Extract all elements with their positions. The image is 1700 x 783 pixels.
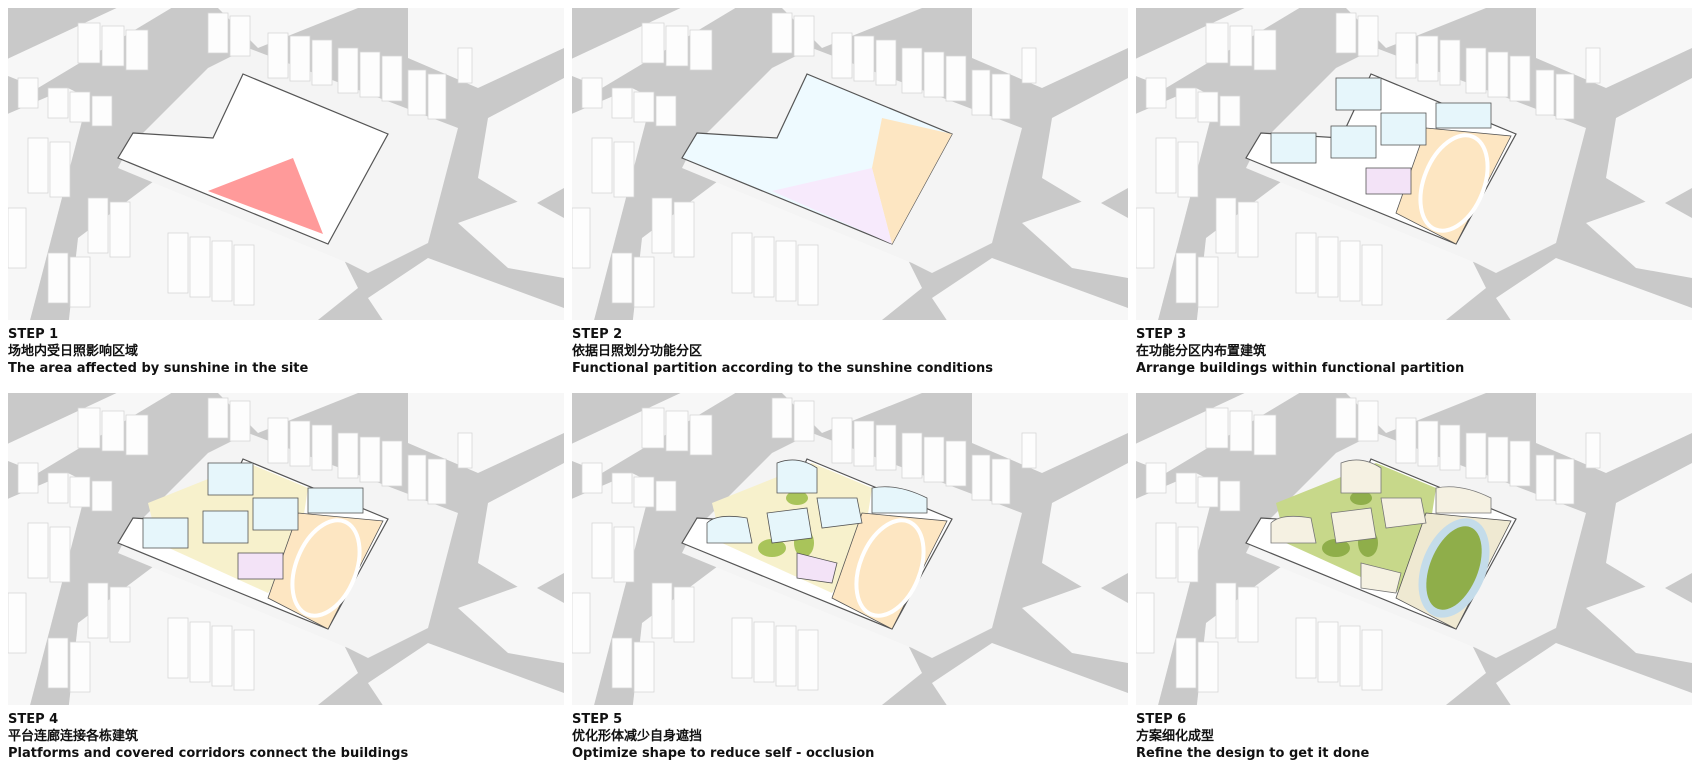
building bbox=[1270, 515, 1317, 544]
building bbox=[1335, 77, 1382, 111]
step-label: STEP 2 bbox=[572, 327, 623, 342]
step-title-zh: 场地内受日照影响区域 bbox=[8, 344, 139, 359]
building bbox=[1380, 112, 1427, 146]
step-1-panel: STEP 1 场地内受日照影响区域 The area affected by s… bbox=[8, 8, 564, 377]
building bbox=[307, 487, 364, 514]
building bbox=[816, 497, 863, 529]
building bbox=[202, 510, 249, 544]
running-track bbox=[1418, 133, 1490, 233]
building bbox=[1435, 486, 1492, 514]
building bbox=[142, 517, 189, 549]
step-title-zh: 方案细化成型 bbox=[1136, 729, 1215, 744]
step-label: STEP 3 bbox=[1136, 327, 1187, 342]
building bbox=[1380, 497, 1427, 529]
step-2-panel: STEP 2 依据日照划分功能分区 Functional partition a… bbox=[572, 8, 1128, 377]
step-3-panel: STEP 3 在功能分区内布置建筑 Arrange buildings with… bbox=[1136, 8, 1692, 377]
building bbox=[1330, 125, 1377, 159]
step-1-caption: STEP 1 场地内受日照影响区域 The area affected by s… bbox=[8, 320, 564, 377]
step-label: STEP 6 bbox=[1136, 712, 1187, 727]
step-4-site-diagram bbox=[8, 393, 564, 705]
step-6-site-diagram bbox=[1136, 393, 1692, 705]
step-3-site-diagram bbox=[1136, 8, 1692, 320]
building bbox=[207, 462, 254, 496]
sun-affected-area bbox=[208, 158, 323, 234]
step-5-site-diagram bbox=[572, 393, 1128, 705]
step-5-caption: STEP 5 优化形体减少自身遮挡 Optimize shape to redu… bbox=[572, 705, 1128, 762]
step-title-en: Arrange buildings within functional part… bbox=[1136, 361, 1465, 376]
football-field bbox=[1426, 526, 1482, 610]
step-title-en: Platforms and covered corridors connect … bbox=[8, 746, 409, 761]
step-6-panel: STEP 6 方案细化成型 Refine the design to get i… bbox=[1136, 393, 1692, 762]
step-title-zh: 优化形体减少自身遮挡 bbox=[572, 729, 703, 744]
running-track bbox=[854, 518, 926, 618]
step-title-zh: 在功能分区内布置建筑 bbox=[1136, 344, 1267, 359]
building bbox=[1330, 507, 1377, 544]
running-track bbox=[290, 518, 362, 618]
step-title-en: Optimize shape to reduce self - occlusio… bbox=[572, 746, 875, 761]
sports-zone bbox=[872, 118, 952, 244]
building bbox=[796, 552, 838, 584]
step-6-caption: STEP 6 方案细化成型 Refine the design to get i… bbox=[1136, 705, 1692, 762]
step-title-en: The area affected by sunshine in the sit… bbox=[8, 361, 309, 376]
step-label: STEP 4 bbox=[8, 712, 59, 727]
building bbox=[766, 507, 813, 544]
step-5-panel: STEP 5 优化形体减少自身遮挡 Optimize shape to redu… bbox=[572, 393, 1128, 762]
step-label: STEP 5 bbox=[572, 712, 623, 727]
building bbox=[237, 552, 284, 580]
activity-zone bbox=[772, 168, 892, 244]
building bbox=[1270, 132, 1317, 164]
step-4-panel: STEP 4 平台连廊连接各栋建筑 Platforms and covered … bbox=[8, 393, 564, 762]
step-title-zh: 平台连廊连接各栋建筑 bbox=[8, 729, 139, 744]
building bbox=[1360, 562, 1402, 594]
step-2-caption: STEP 2 依据日照划分功能分区 Functional partition a… bbox=[572, 320, 1128, 377]
step-title-en: Functional partition according to the su… bbox=[572, 361, 994, 376]
building bbox=[776, 459, 818, 494]
building bbox=[871, 486, 928, 514]
step-1-site-diagram bbox=[8, 8, 564, 320]
step-title-en: Refine the design to get it done bbox=[1136, 746, 1370, 761]
step-3-caption: STEP 3 在功能分区内布置建筑 Arrange buildings with… bbox=[1136, 320, 1692, 377]
building bbox=[706, 515, 753, 544]
building bbox=[1365, 167, 1412, 195]
step-title-zh: 依据日照划分功能分区 bbox=[572, 344, 703, 359]
step-label: STEP 1 bbox=[8, 327, 59, 342]
building bbox=[252, 497, 299, 531]
step-2-site-diagram bbox=[572, 8, 1128, 320]
step-4-caption: STEP 4 平台连廊连接各栋建筑 Platforms and covered … bbox=[8, 705, 564, 762]
building bbox=[1435, 102, 1492, 129]
building bbox=[1340, 459, 1382, 494]
